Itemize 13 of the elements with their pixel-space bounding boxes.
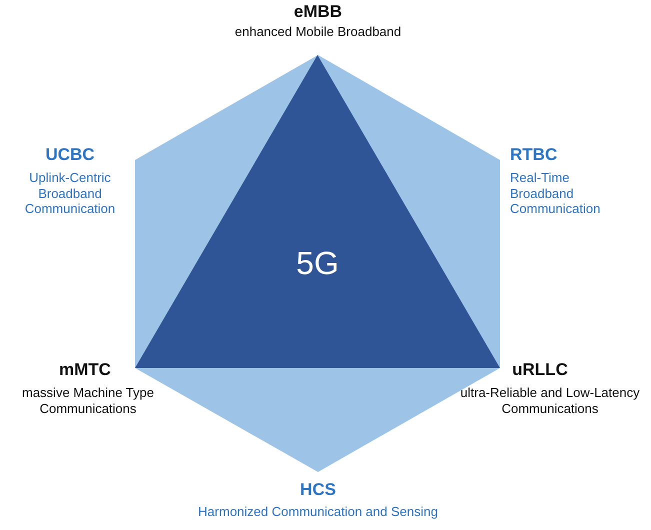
category-heading: eMBB [292,2,344,22]
category-heading: HCS [299,480,337,500]
category-heading: RTBC [510,145,558,166]
category-heading: uRLLC [511,360,569,380]
category-description: massive Machine Type Communications [21,385,155,416]
category-description: Uplink-Centric Broadband Communication [24,170,116,217]
category-description: enhanced Mobile Broadband [234,24,402,40]
category-description: Harmonized Communication and Sensing [197,504,439,520]
category-description: Real-Time Broadband Communication [510,170,602,217]
category-heading: mMTC [58,360,112,380]
category-description: ultra-Reliable and Low-Latency Communications [459,385,641,416]
category-heading: UCBC [44,145,96,166]
center-label: 5G [295,245,340,282]
